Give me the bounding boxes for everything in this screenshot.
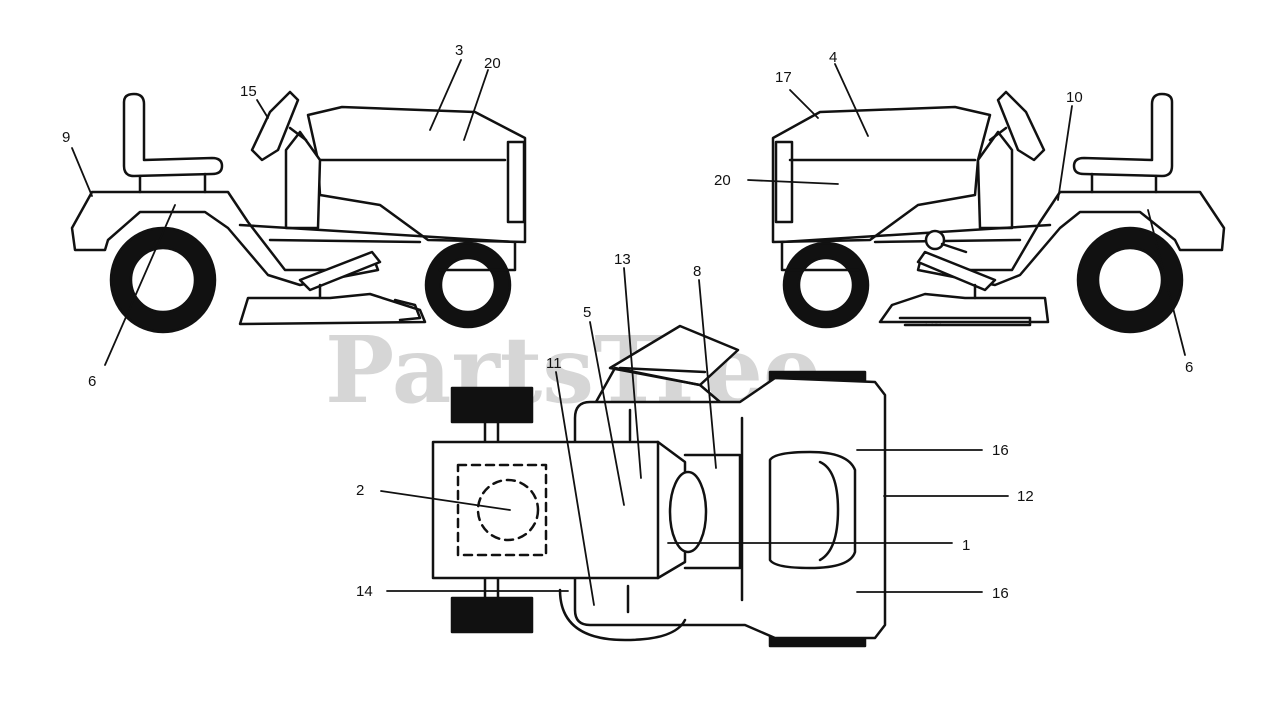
callout-13: 13 (614, 251, 631, 268)
callout-2: 2 (356, 482, 364, 499)
steering-wheel-left (250, 90, 300, 162)
callout-20-right: 20 (714, 172, 731, 189)
callout-11: 11 (546, 355, 562, 372)
callout-3: 3 (455, 42, 463, 59)
callout-17: 17 (775, 69, 792, 86)
right-side-view (771, 90, 1226, 334)
rear-tire-bottom (450, 596, 534, 634)
callout-16-top: 16 (992, 442, 1009, 459)
callout-16-bottom: 16 (992, 585, 1009, 602)
leader-lines (71, 59, 1186, 606)
callout-1: 1 (962, 537, 970, 554)
callout-6-right: 6 (1185, 359, 1193, 376)
callout-12: 12 (1017, 488, 1034, 505)
callout-20-left: 20 (484, 55, 501, 72)
steering-wheel-right (996, 90, 1046, 162)
callout-6-left: 6 (88, 373, 96, 390)
callouts: 3 20 15 9 6 4 17 20 10 6 13 8 5 11 2 14 … (62, 42, 1193, 602)
callout-14: 14 (356, 583, 373, 600)
callout-10: 10 (1066, 89, 1083, 106)
callout-15: 15 (240, 83, 257, 100)
callout-8: 8 (693, 263, 701, 280)
callout-9: 9 (62, 129, 70, 146)
left-side-view (70, 90, 527, 334)
callout-4: 4 (829, 49, 837, 66)
rear-tire-top (450, 386, 534, 424)
top-view (431, 324, 887, 648)
callout-5: 5 (583, 304, 591, 321)
